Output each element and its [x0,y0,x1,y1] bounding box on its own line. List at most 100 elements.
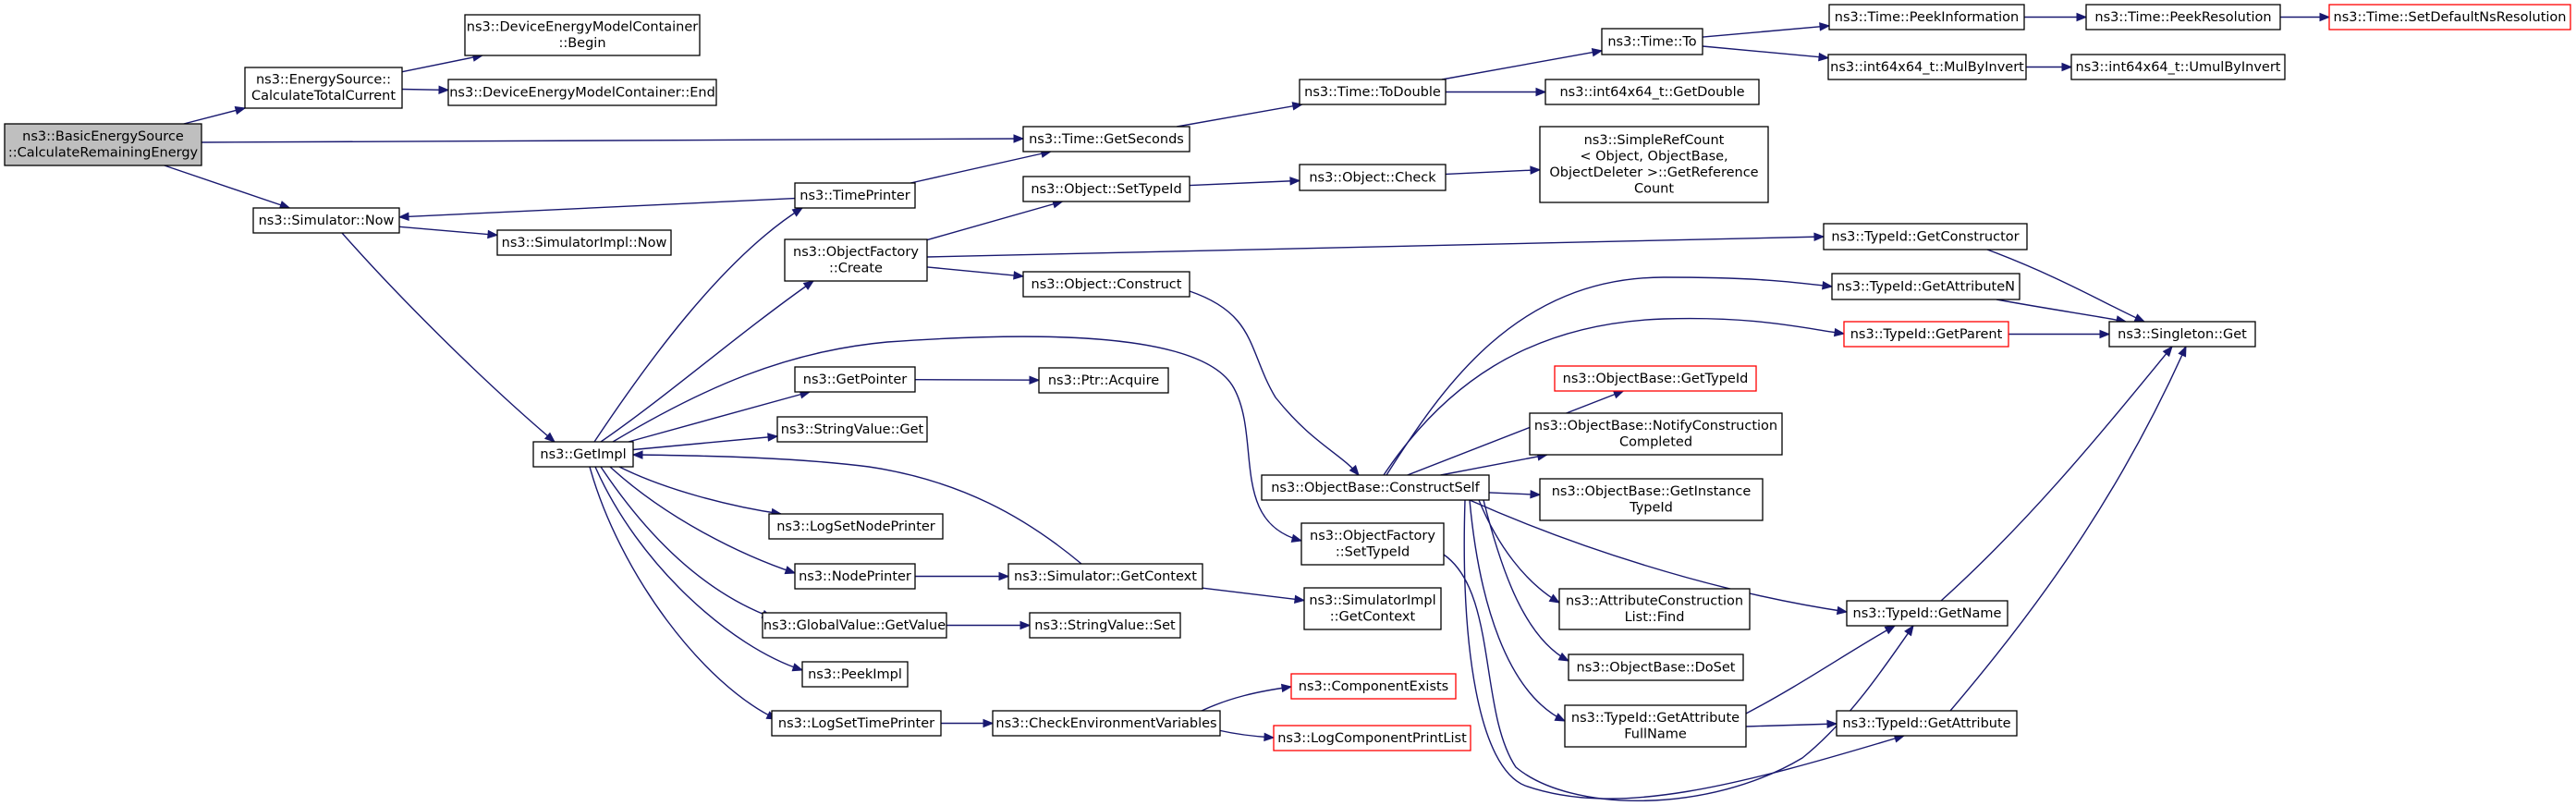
node-box[interactable] [1554,365,1757,392]
node-sv-get[interactable]: ns3::StringValue::Get [776,416,928,443]
node-log-comp-print[interactable]: ns3::LogComponentPrintList [1273,725,1471,751]
node-sim-getctx[interactable]: ns3::Simulator::GetContext [1007,563,1203,590]
node-comp-exists[interactable]: ns3::ComponentExists [1290,673,1457,700]
node-time-peekres[interactable]: ns3::Time::PeekResolution [2085,4,2281,31]
node-time-to[interactable]: ns3::Time::To [1601,28,1703,55]
node-obj-check[interactable]: ns3::Object::Check [1299,164,1447,191]
node-check-env[interactable]: ns3::CheckEnvironmentVariables [992,710,1221,737]
node-box[interactable] [801,661,909,688]
node-tid-getattrn[interactable]: ns3::TypeId::GetAttributeN [1831,273,2021,300]
node-box[interactable] [1273,725,1471,751]
node-box[interactable] [1846,600,2008,627]
node-box[interactable] [1823,223,2028,250]
node-box[interactable] [1300,522,1445,566]
node-demc-end[interactable]: ns3::DeviceEnergyModelContainer::End [447,79,717,106]
node-singleton-get[interactable]: ns3::Singleton::Get [2108,321,2256,348]
node-box[interactable] [447,79,717,106]
node-box[interactable] [1601,28,1703,55]
node-time-printer[interactable]: ns3::TimePrinter [794,182,916,209]
node-time-todouble[interactable]: ns3::Time::ToDouble [1299,79,1447,105]
node-box[interactable] [1299,79,1447,105]
node-box[interactable] [1831,273,2021,300]
node-box[interactable] [1827,54,2027,80]
node-int64-getdouble[interactable]: ns3::int64x64_t::GetDouble [1544,79,1760,105]
node-obj-settypeid[interactable]: ns3::Object::SetTypeId [1022,176,1190,202]
node-ptr-acquire[interactable]: ns3::Ptr::Acquire [1038,367,1169,394]
node-box[interactable] [1843,321,2009,348]
node-box[interactable] [2108,321,2256,348]
node-peek-impl[interactable]: ns3::PeekImpl [801,661,909,688]
node-box[interactable] [1303,587,1442,630]
node-box[interactable] [1038,367,1169,394]
node-get-pointer[interactable]: ns3::GetPointer [794,366,916,393]
node-time-getseconds[interactable]: ns3::Time::GetSeconds [1022,126,1190,153]
node-ob-gettypeid[interactable]: ns3::ObjectBase::GetTypeId [1554,365,1757,392]
node-box[interactable] [768,513,944,540]
node-box[interactable] [992,710,1221,737]
node-obj-construct[interactable]: ns3::Object::Construct [1022,271,1190,298]
node-gv-getvalue[interactable]: ns3::GlobalValue::GetValue [762,612,947,639]
node-box[interactable] [794,366,916,393]
node-box[interactable] [496,229,672,256]
node-box[interactable] [1539,478,1764,521]
node-time-peekinfo[interactable]: ns3::Time::PeekInformation [1828,4,2025,31]
node-get-impl[interactable]: ns3::GetImpl [532,441,634,468]
node-tid-getparent[interactable]: ns3::TypeId::GetParent [1843,321,2009,348]
node-box[interactable] [1007,563,1203,590]
node-box[interactable] [1022,176,1190,202]
node-node-printer[interactable]: ns3::NodePrinter [794,563,916,590]
node-simimpl-now[interactable]: ns3::SimulatorImpl::Now [496,229,672,256]
node-tid-getname[interactable]: ns3::TypeId::GetName [1846,600,2008,627]
node-time-setdefault[interactable]: ns3::Time::SetDefaultNsResolution [2328,4,2571,31]
node-box[interactable] [532,441,634,468]
node-box[interactable] [1022,271,1190,298]
node-box[interactable] [464,14,701,56]
node-box[interactable] [244,67,403,109]
node-basic-calc[interactable]: ns3::BasicEnergySource::CalculateRemaini… [4,123,202,166]
node-int64-mulbyinvert[interactable]: ns3::int64x64_t::MulByInvert [1827,54,2027,80]
node-box[interactable] [1029,612,1181,639]
node-box[interactable] [1539,126,1769,203]
node-tid-getconstructor[interactable]: ns3::TypeId::GetConstructor [1823,223,2028,250]
node-ob-constructself[interactable]: ns3::ObjectBase::ConstructSelf [1261,474,1490,501]
node-simplerefcount[interactable]: ns3::SimpleRefCount< Object, ObjectBase,… [1539,126,1769,203]
node-box[interactable] [252,207,400,234]
node-simimpl-getctx[interactable]: ns3::SimulatorImpl::GetContext [1303,587,1442,630]
node-box[interactable] [2070,54,2286,80]
node-box[interactable] [784,238,928,282]
node-box[interactable] [1261,474,1490,501]
node-of-settypeid[interactable]: ns3::ObjectFactory::SetTypeId [1300,522,1445,566]
node-box[interactable] [1299,164,1447,191]
node-tid-getattribute[interactable]: ns3::TypeId::GetAttribute [1836,710,2018,737]
node-log-set-time[interactable]: ns3::LogSetTimePrinter [771,710,942,737]
node-box[interactable] [4,123,202,166]
node-box[interactable] [1568,653,1744,681]
node-box[interactable] [1828,4,2025,31]
node-box[interactable] [794,182,916,209]
node-box[interactable] [1529,412,1783,456]
node-box[interactable] [1836,710,2018,737]
node-log-set-node[interactable]: ns3::LogSetNodePrinter [768,513,944,540]
node-box[interactable] [1564,704,1747,748]
node-demc-begin[interactable]: ns3::DeviceEnergyModelContainer::Begin [464,14,701,56]
node-es-total[interactable]: ns3::EnergySource::CalculateTotalCurrent [244,67,403,109]
node-box[interactable] [1558,588,1751,630]
node-box[interactable] [762,612,947,639]
node-int64-umulbyinvert[interactable]: ns3::int64x64_t::UmulByInvert [2070,54,2286,80]
node-ob-doset[interactable]: ns3::ObjectBase::DoSet [1568,653,1744,681]
node-ob-notify[interactable]: ns3::ObjectBase::NotifyConstructionCompl… [1529,412,1783,456]
node-box[interactable] [2085,4,2281,31]
node-box[interactable] [794,563,916,590]
node-sv-set[interactable]: ns3::StringValue::Set [1029,612,1181,639]
node-box[interactable] [1290,673,1457,700]
node-sim-now[interactable]: ns3::Simulator::Now [252,207,400,234]
node-box[interactable] [1544,79,1760,105]
node-box[interactable] [2328,4,2571,31]
node-of-create[interactable]: ns3::ObjectFactory::Create [784,238,928,282]
node-box[interactable] [771,710,942,737]
node-box[interactable] [1022,126,1190,153]
node-box[interactable] [776,416,928,443]
